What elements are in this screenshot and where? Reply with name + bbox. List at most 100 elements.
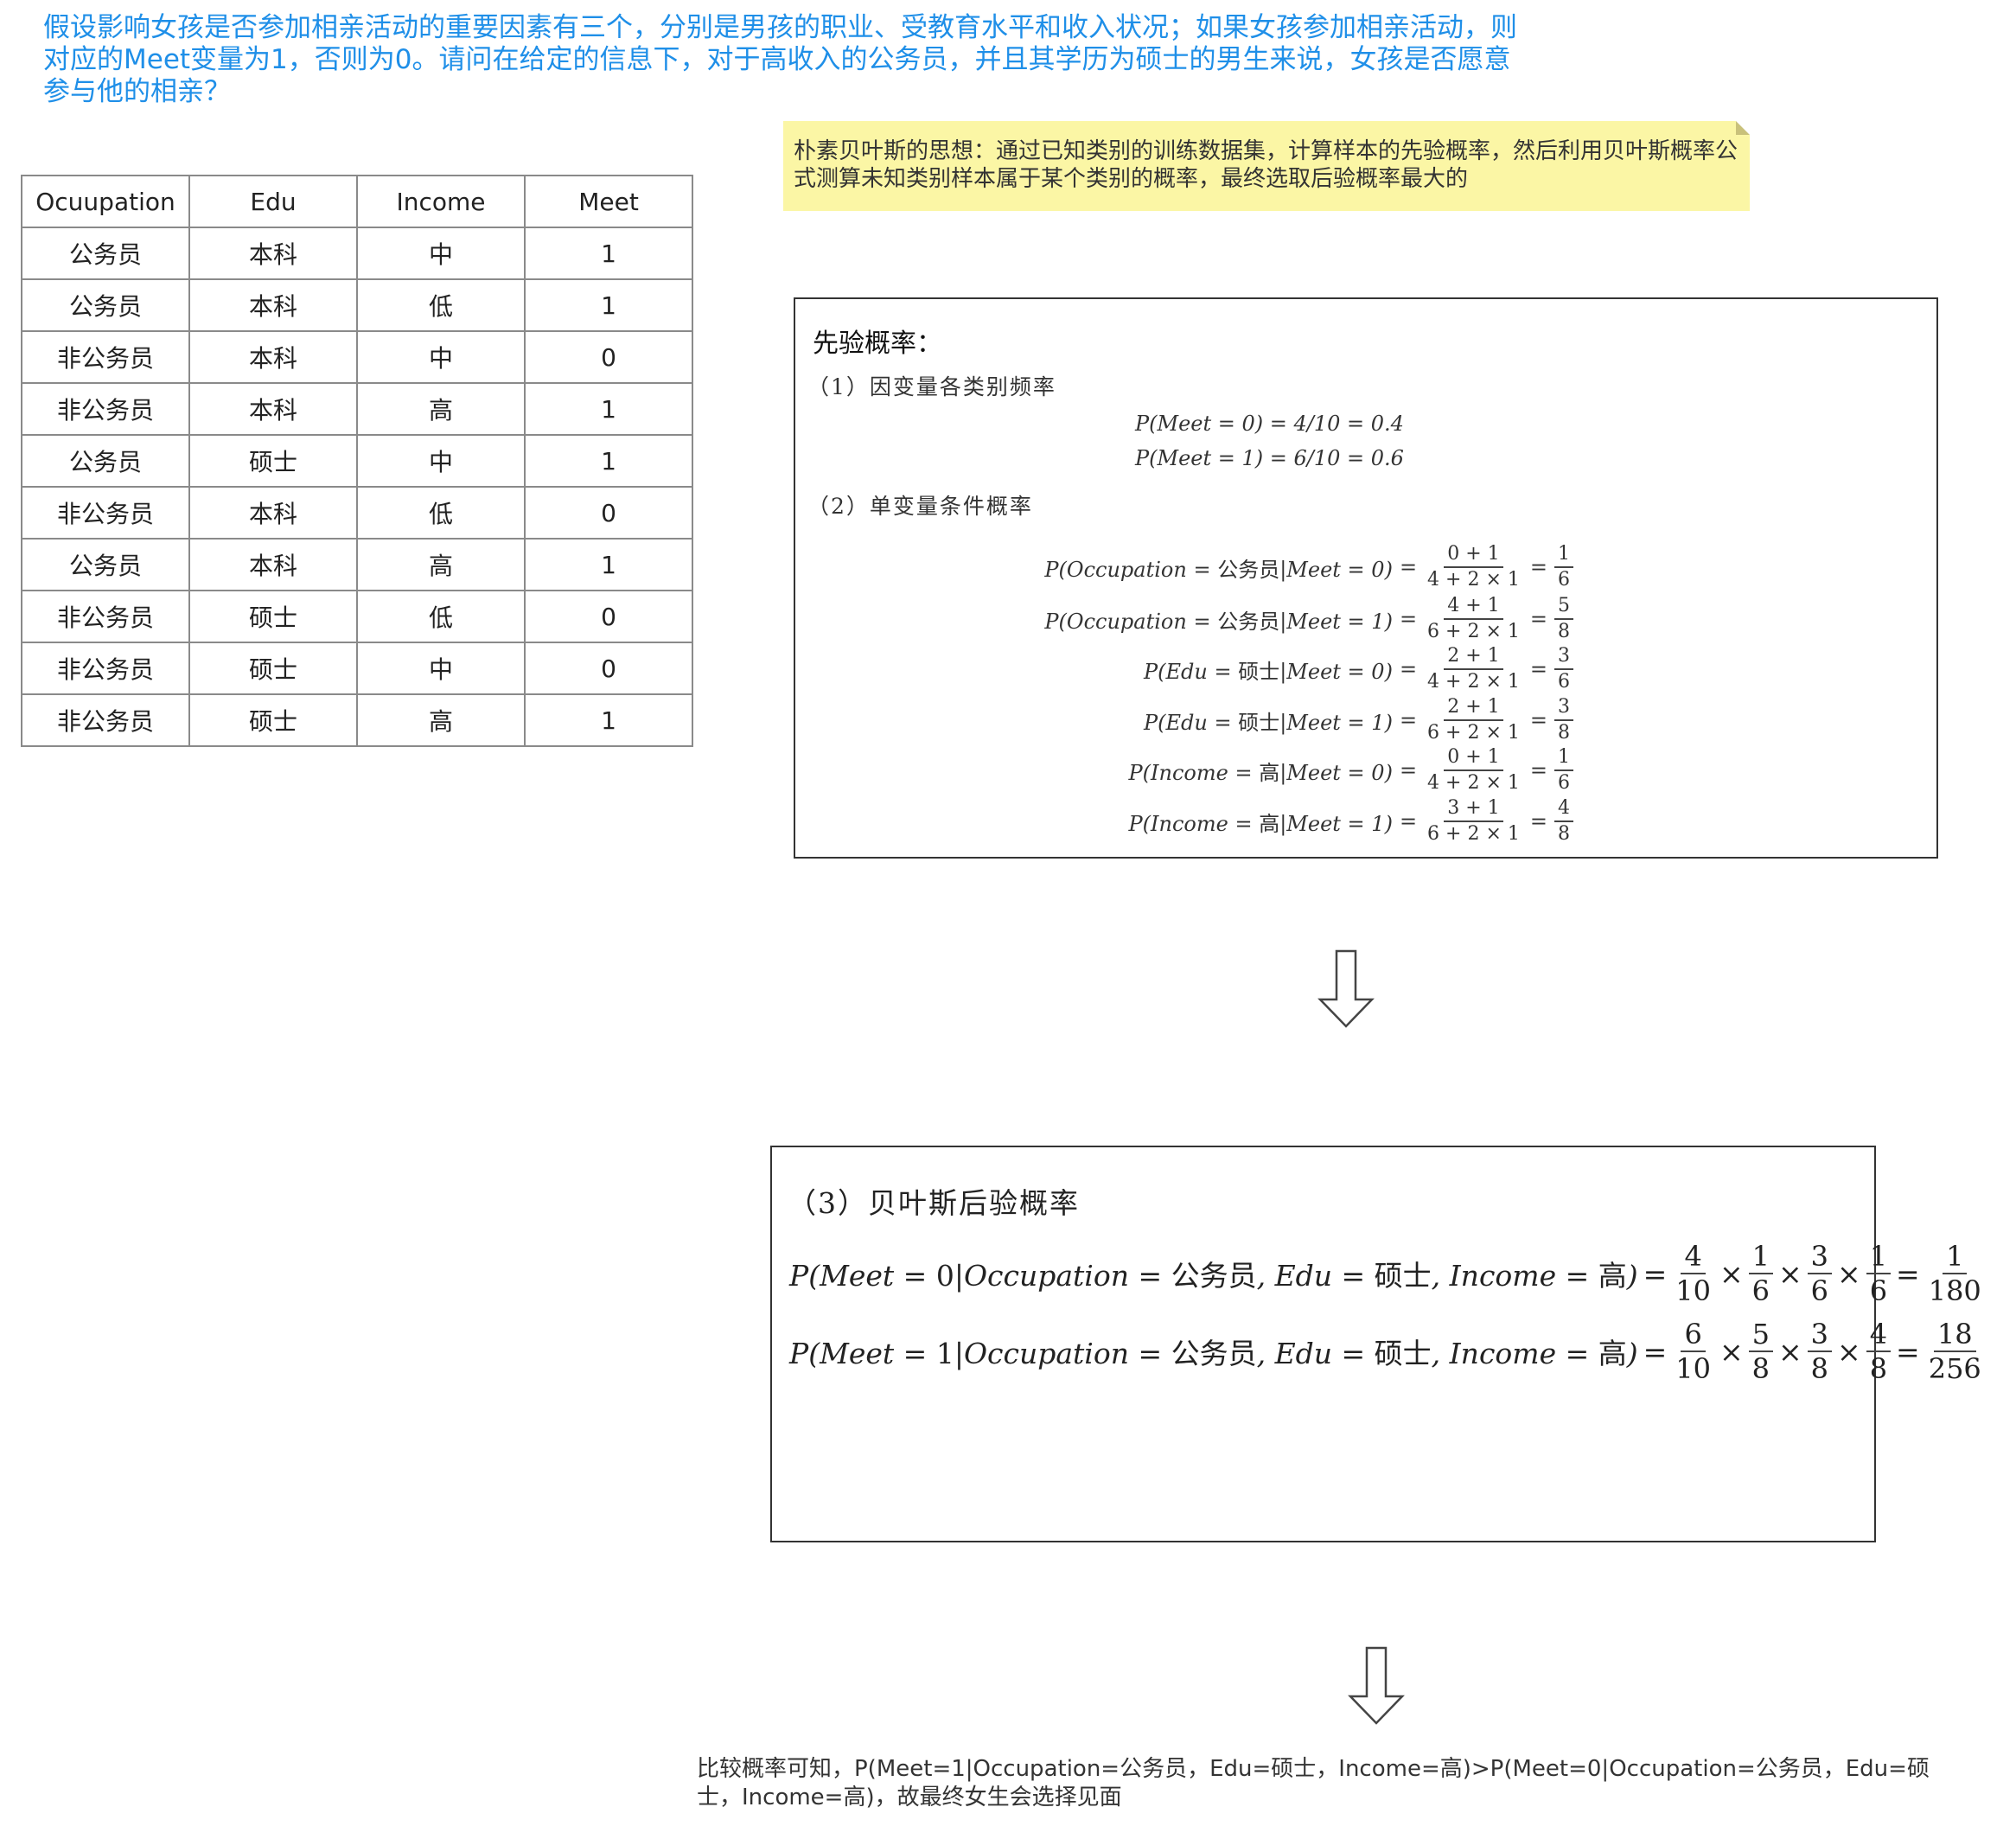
fraction-numerator: 3 + 1 bbox=[1444, 799, 1503, 822]
fraction-denominator: 6 + 2 × 1 bbox=[1427, 621, 1520, 642]
table-cell: 1 bbox=[524, 538, 693, 591]
fraction-numerator: 3 bbox=[1554, 698, 1573, 721]
fraction-numerator: 5 bbox=[1554, 597, 1573, 620]
fraction-denominator: 6 bbox=[1810, 1274, 1829, 1307]
fraction-denominator: 180 bbox=[1928, 1274, 1981, 1307]
p-meet-0-equation: P(Meet = 0) = 4/10 = 0.4 bbox=[1135, 412, 1404, 436]
equation-lhs: P(Occupation = 公务员|Meet = 1) bbox=[1044, 609, 1393, 634]
fraction-numerator: 1 bbox=[1866, 1242, 1892, 1274]
variable-name: Income bbox=[1151, 760, 1228, 785]
table-cell: 0 bbox=[524, 642, 693, 695]
table-cell: 1 bbox=[524, 434, 693, 488]
naive-bayes-note: 朴素贝叶斯的思想：通过已知类别的训练数据集，计算样本的先验概率，然后利用贝叶斯概… bbox=[783, 121, 1750, 211]
fraction-denominator: 4 + 2 × 1 bbox=[1427, 772, 1520, 794]
table-cell: 1 bbox=[524, 227, 693, 280]
fraction-denominator: 6 + 2 × 1 bbox=[1427, 722, 1520, 744]
table-cell: 本科 bbox=[188, 382, 358, 436]
meet-value: 1 bbox=[935, 1337, 954, 1370]
table-cell: 1 bbox=[524, 278, 693, 332]
equation-lhs: P(Meet = 1|Occupation = 公务员, Edu = 硕士, I… bbox=[789, 1337, 1638, 1370]
fraction-numerator: 6 bbox=[1681, 1320, 1706, 1352]
table-cell: 硕士 bbox=[188, 693, 358, 747]
fraction-numerator: 4 bbox=[1866, 1320, 1892, 1352]
table-cell: 1 bbox=[524, 382, 693, 436]
variable-name: Income bbox=[1151, 811, 1228, 836]
fraction-numerator: 3 bbox=[1807, 1320, 1833, 1352]
table-cell: 本科 bbox=[188, 278, 358, 332]
posterior-equation: P(Meet = 1|Occupation = 公务员, Edu = 硕士, I… bbox=[789, 1320, 1985, 1382]
fraction-denominator: 6 bbox=[1751, 1274, 1770, 1307]
variable-name: Edu bbox=[1165, 659, 1208, 684]
variable-value: 公务员 bbox=[1217, 557, 1280, 582]
p-meet-1-equation: P(Meet = 1) = 6/10 = 0.6 bbox=[1135, 446, 1404, 470]
fraction-denominator: 6 bbox=[1558, 569, 1570, 591]
edu-value: 硕士 bbox=[1374, 1337, 1432, 1370]
variable-name: Edu bbox=[1165, 710, 1208, 735]
meet-value: 1 bbox=[1371, 811, 1385, 836]
table-cell: 硕士 bbox=[188, 434, 358, 488]
table-cell: 低 bbox=[356, 590, 526, 643]
table-cell: 中 bbox=[356, 434, 526, 488]
fraction-denominator: 6 bbox=[1558, 772, 1570, 794]
table-cell: 本科 bbox=[188, 330, 358, 384]
fraction-denominator: 8 bbox=[1558, 722, 1570, 744]
fraction-denominator: 4 + 2 × 1 bbox=[1427, 569, 1520, 591]
fraction-denominator: 8 bbox=[1558, 823, 1570, 845]
column-header: Edu bbox=[188, 175, 358, 228]
table-cell: 非公务员 bbox=[21, 590, 190, 643]
fraction-numerator: 3 bbox=[1554, 647, 1573, 670]
table-cell: 本科 bbox=[188, 227, 358, 280]
fraction-denominator: 8 bbox=[1869, 1352, 1888, 1385]
fraction-denominator: 8 bbox=[1558, 621, 1570, 642]
fraction-denominator: 10 bbox=[1675, 1274, 1711, 1307]
fraction-numerator: 1 bbox=[1748, 1242, 1774, 1274]
fraction-numerator: 1 bbox=[1943, 1242, 1968, 1274]
table-cell: 非公务员 bbox=[21, 693, 190, 747]
variable-value: 硕士 bbox=[1238, 710, 1280, 735]
fraction-denominator: 256 bbox=[1928, 1352, 1981, 1385]
table-cell: 1 bbox=[524, 693, 693, 747]
fraction-numerator: 3 bbox=[1807, 1242, 1833, 1274]
table-cell: 非公务员 bbox=[21, 382, 190, 436]
fraction-numerator: 18 bbox=[1933, 1320, 1976, 1352]
fraction-denominator: 10 bbox=[1675, 1352, 1711, 1385]
meet-value: 1 bbox=[1371, 710, 1385, 735]
table-cell: 低 bbox=[356, 278, 526, 332]
table-cell: 中 bbox=[356, 642, 526, 695]
column-header: Ocuupation bbox=[21, 175, 190, 228]
prior-title: 先验概率： bbox=[813, 329, 942, 359]
fraction-numerator: 2 + 1 bbox=[1444, 647, 1503, 670]
fraction-numerator: 1 bbox=[1554, 545, 1573, 568]
meet-value: 0 bbox=[1371, 760, 1385, 785]
equation-lhs: P(Income = 高|Meet = 0) bbox=[1128, 760, 1393, 785]
equation-lhs: P(Meet = 0|Occupation = 公务员, Edu = 硕士, I… bbox=[789, 1259, 1638, 1293]
section-2-heading: （2）单变量条件概率 bbox=[807, 494, 1033, 519]
meet-value: 0 bbox=[1371, 557, 1385, 582]
income-value: 高 bbox=[1598, 1337, 1627, 1370]
table-cell: 公务员 bbox=[21, 538, 190, 591]
fraction-denominator: 6 bbox=[1558, 671, 1570, 693]
